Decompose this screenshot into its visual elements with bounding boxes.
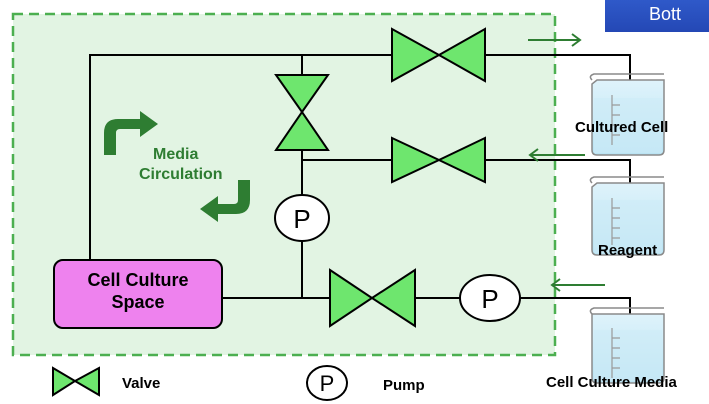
beaker-label-cell-culture-media: Cell Culture Media — [546, 374, 677, 391]
flow-arrow-icon — [528, 148, 585, 162]
beaker-icon — [589, 307, 665, 384]
header-badge-label: Bott — [649, 4, 682, 24]
legend-valve-icon — [52, 366, 100, 397]
legend-pump-icon: P — [306, 365, 348, 401]
valve-middle — [391, 136, 486, 184]
flow-arrow-icon — [550, 278, 605, 292]
beaker-label-cultured-cell: Cultured Cell — [575, 119, 669, 136]
valve-bottom — [329, 268, 416, 328]
header-badge: Bott — [605, 0, 709, 32]
cell-culture-space-line1: Cell Culture — [87, 270, 189, 290]
pump-lower-symbol: P — [481, 284, 498, 314]
valve-top — [391, 27, 486, 83]
cell-culture-space-label: Cell Culture Space — [54, 270, 222, 313]
circulation-label-line2: Circulation — [139, 166, 223, 183]
curved-arrow-icon — [104, 111, 158, 155]
cell-culture-space — [53, 259, 223, 329]
pump-upper-symbol: P — [293, 204, 310, 234]
valve-vertical — [274, 74, 330, 151]
pump-lower: P — [459, 274, 521, 322]
legend-valve-label: Valve — [122, 375, 161, 392]
beaker-icon — [589, 73, 665, 156]
legend-pump-symbol: P — [320, 371, 335, 396]
pump-upper: P — [274, 194, 330, 242]
beaker-icon — [589, 176, 665, 256]
legend-pump-label: Pump — [383, 377, 425, 394]
curved-arrow-icon — [200, 180, 250, 222]
cell-culture-space-line2: Space — [111, 291, 165, 312]
beaker-label-reagent: Reagent — [598, 242, 658, 259]
circulation-label-line1: Media — [153, 146, 199, 163]
flow-arrow-icon — [528, 33, 582, 47]
